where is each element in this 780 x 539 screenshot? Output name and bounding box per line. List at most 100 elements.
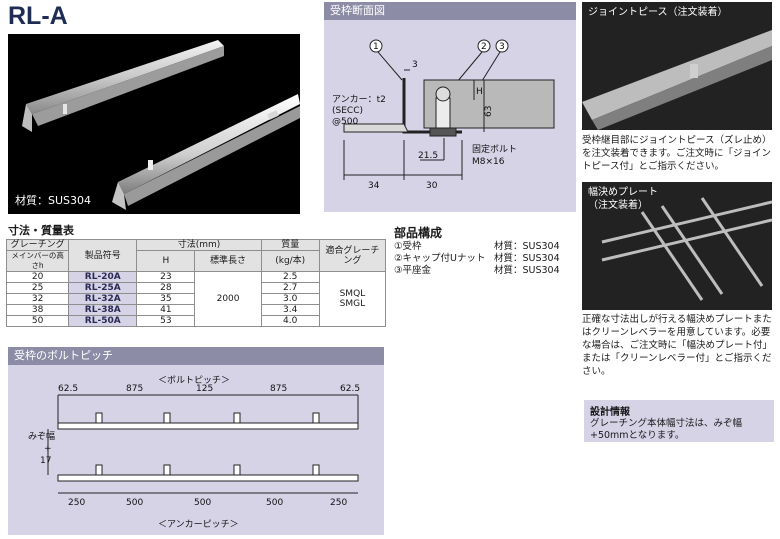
top-dim-5: 62.5 — [340, 384, 360, 394]
design-info-text: グレーチング本体幅寸法は、みぞ幅+50mmとなります。 — [590, 418, 743, 441]
joint-piece-image — [582, 30, 772, 130]
col-grating: グレーチング — [10, 240, 65, 250]
bottom-dim-1: 250 — [68, 498, 85, 508]
anchor-pitch-label: ＜アンカーピッチ＞ — [158, 519, 239, 530]
part-name: ①受枠 — [394, 241, 422, 252]
compatible-2: SMGL — [339, 299, 366, 309]
bottom-dim-4: 500 — [266, 498, 283, 508]
cell-H: 35 — [136, 293, 196, 305]
dim-34: 34 — [368, 181, 380, 191]
col-mass: 質量 — [281, 240, 300, 250]
cross-section-header: 受枠断面図 — [324, 2, 576, 20]
bolt-pitch-header: 受枠のボルトピッチ — [8, 347, 384, 365]
design-info-box: 設計情報 グレーチング本体幅寸法は、みぞ幅+50mmとなります。 — [584, 400, 774, 442]
col-grating-sub: メインバーの高さh — [11, 251, 64, 270]
cell-h: 38 — [5, 304, 70, 316]
callout-1: 1 — [373, 42, 379, 52]
cell-code: RL-20A — [68, 271, 138, 283]
col-compatible: 適合グレーチング — [325, 245, 380, 266]
list-item: ②キャップ付Uナット材質：SUS304 — [394, 253, 574, 265]
top-dim-4: 875 — [270, 384, 287, 394]
cell-mass: 2.7 — [260, 282, 320, 294]
bolt-pitch-label: ＜ボルトピッチ＞ — [158, 375, 230, 386]
cell-length: 2000 — [194, 271, 262, 327]
bolt-label-1: 固定ボルト — [472, 143, 517, 155]
joint-piece-desc: 受枠継目部にジョイントピース（ズレ止め）を注文装着できます。ご注文時に「ジョイン… — [582, 135, 772, 172]
col-code: 製品符号 — [84, 250, 121, 261]
dimensions-table: グレーチング 製品符号 寸法(mm) 質量 適合グレーチング メインバーの高さh… — [5, 239, 387, 327]
width-label-3: 17 — [40, 456, 51, 466]
top-dim-3: 125 — [196, 384, 213, 394]
cell-mass: 2.5 — [260, 271, 320, 283]
bottom-dim-5: 250 — [330, 498, 347, 508]
parts-list: 部品構成 ①受枠材質：SUS304 ②キャップ付Uナット材質：SUS304 ③平… — [394, 224, 574, 277]
bolt-label-2: M8×16 — [472, 157, 505, 167]
cell-compatible: SMQL SMGL — [318, 271, 387, 327]
top-dim-2: 875 — [126, 384, 143, 394]
cell-mass: 3.0 — [260, 293, 320, 305]
col-length: 標準長さ — [210, 256, 247, 266]
cell-code: RL-50A — [68, 315, 138, 327]
bottom-dim-3: 500 — [194, 498, 211, 508]
design-info-title: 設計情報 — [590, 407, 630, 418]
joint-piece-photo: ジョイントピース（注文装着） — [582, 2, 772, 130]
table-row: 25 RL-25A 28 2.7 — [5, 282, 386, 294]
col-h: H — [162, 256, 170, 266]
width-label-1: みぞ幅 — [28, 430, 55, 442]
positioning-plate-label-2: （注文装着） — [588, 200, 648, 211]
part-name: ③平座金 — [394, 265, 432, 276]
parts-title: 部品構成 — [394, 226, 443, 240]
col-mass-unit: (kg/本) — [275, 256, 306, 266]
cross-section-drawing: 1 2 3 3 H 63 アンカー：t2 (SECC) @500 固定ボルト M… — [332, 39, 555, 191]
part-material: 材質：SUS304 — [494, 241, 560, 252]
bottom-dim-2: 500 — [126, 498, 143, 508]
part-material: 材質：SUS304 — [494, 253, 560, 264]
dim-30: 30 — [426, 181, 438, 191]
table-title: 寸法・質量表 — [8, 224, 74, 237]
cell-mass: 3.4 — [260, 304, 320, 316]
angle-rails-image — [22, 40, 300, 210]
bolt-pitch-panel: 受枠のボルトピッチ ＜ボルトピッチ＞ 62.5 875 — [8, 347, 384, 535]
page-title: RL-A — [8, 2, 68, 30]
joint-piece-label: ジョイントピース（注文装着） — [588, 7, 728, 18]
width-label-2: + — [44, 444, 52, 454]
callout-2: 2 — [481, 42, 487, 52]
dim-h: H — [476, 87, 483, 97]
part-name: ②キャップ付Uナット — [394, 253, 486, 264]
table-row: 50 RL-50A 53 4.0 — [5, 315, 386, 327]
cell-h: 50 — [5, 315, 70, 327]
table-row: 38 RL-38A 41 3.4 — [5, 304, 386, 316]
top-dim-1: 62.5 — [58, 384, 78, 394]
anchor-label-1: アンカー：t2 — [332, 94, 386, 105]
positioning-plate-desc: 正確な寸法出しが行える幅決めプレートまたはクリーンレベラーを用意しています。必要… — [582, 314, 773, 377]
dim-63: 63 — [484, 106, 494, 117]
cross-section-panel: 受枠断面図 — [324, 2, 576, 212]
cell-code: RL-32A — [68, 293, 138, 305]
table-row: 20 RL-20A 23 2000 2.5 SMQL SMGL — [5, 271, 387, 327]
bolt-pitch-drawing: ＜ボルトピッチ＞ 62.5 875 125 875 62.5 みぞ幅 + 17 … — [28, 375, 360, 530]
dim-3: 3 — [412, 60, 418, 70]
cell-H: 28 — [136, 282, 196, 294]
part-material: 材質：SUS304 — [494, 265, 560, 276]
material-label: 材質：SUS304 — [15, 194, 92, 207]
anchor-label-3: @500 — [332, 117, 358, 127]
positioning-plate-photo: 幅決めプレート （注文装着） — [582, 182, 772, 310]
positioning-plate-label: 幅決めプレート （注文装着） — [588, 186, 658, 212]
cell-mass: 4.0 — [260, 315, 320, 327]
compatible-1: SMQL — [339, 289, 366, 299]
cell-code: RL-38A — [68, 304, 138, 316]
anchor-label-2: (SECC) — [332, 106, 363, 116]
cell-h: 20 — [5, 271, 70, 283]
cell-H: 41 — [136, 304, 196, 316]
col-dims: 寸法(mm) — [177, 240, 221, 250]
cell-H: 23 — [136, 271, 196, 283]
cell-h: 32 — [5, 293, 70, 305]
callout-3: 3 — [499, 42, 505, 52]
list-item: ③平座金 材質：SUS304 — [394, 265, 574, 277]
cell-h: 25 — [5, 282, 70, 294]
cell-code: RL-25A — [68, 282, 138, 294]
list-item: ①受枠 材質：SUS304 — [394, 241, 574, 253]
positioning-plate-label-1: 幅決めプレート — [588, 187, 658, 198]
cell-H: 53 — [136, 315, 196, 327]
product-photo: 材質：SUS304 — [8, 34, 300, 214]
